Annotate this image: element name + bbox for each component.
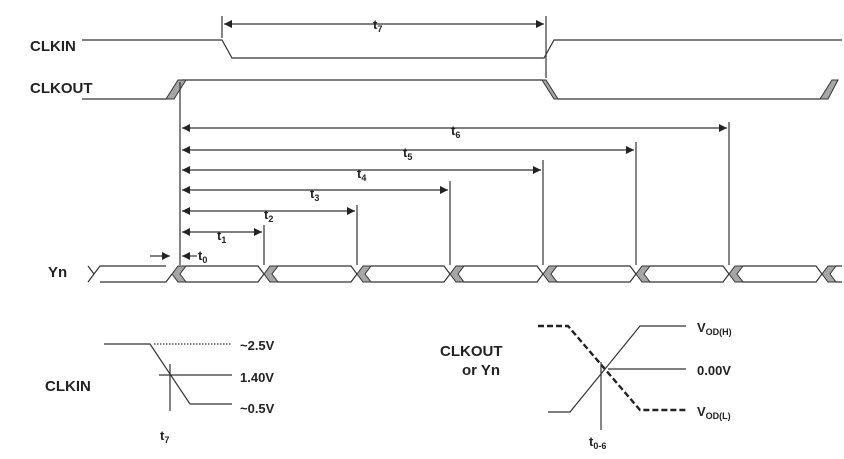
- t3-label: t3: [310, 186, 319, 203]
- clkout-label: CLKOUT: [30, 80, 93, 97]
- v-odh-label: VOD(H): [697, 320, 732, 337]
- yn-label: Yn: [48, 264, 67, 281]
- clkin-detail-time: t7: [160, 428, 169, 445]
- clkin-v-low: ~0.5V: [240, 401, 275, 416]
- reference-lines: [179, 16, 730, 265]
- clkin-label: CLKIN: [30, 38, 76, 55]
- clkin-detail-label: CLKIN: [45, 378, 91, 395]
- timing-arrows: [150, 20, 727, 260]
- clkout-detail-time: t0-6: [589, 434, 606, 451]
- clkout-detail: CLKOUT or Yn VOD(H) 0.00V VOD(L) t0-6: [440, 320, 732, 451]
- v-odl-label: VOD(L): [697, 404, 731, 421]
- t0-label: t0: [198, 248, 207, 265]
- clkin-v-mid: 1.40V: [240, 370, 274, 385]
- t5-label: t5: [403, 145, 412, 162]
- clkout-detail-label-1: CLKOUT: [440, 343, 503, 360]
- yn-bus: [87, 265, 842, 283]
- t4-label: t4: [357, 166, 366, 183]
- t6-label: t6: [451, 123, 460, 140]
- t1-label: t1: [217, 228, 226, 245]
- clkin-v-high: ~2.5V: [240, 338, 275, 353]
- t2-label: t2: [264, 207, 273, 224]
- v-zero-label: 0.00V: [697, 363, 731, 378]
- t7-label: t7: [373, 17, 382, 34]
- clkin-detail: CLKIN ~2.5V 1.40V ~0.5V t7: [45, 338, 275, 445]
- clkin-waveform: [82, 39, 842, 59]
- clkout-detail-label-2: or Yn: [462, 362, 500, 379]
- clkout-waveform: [82, 79, 839, 100]
